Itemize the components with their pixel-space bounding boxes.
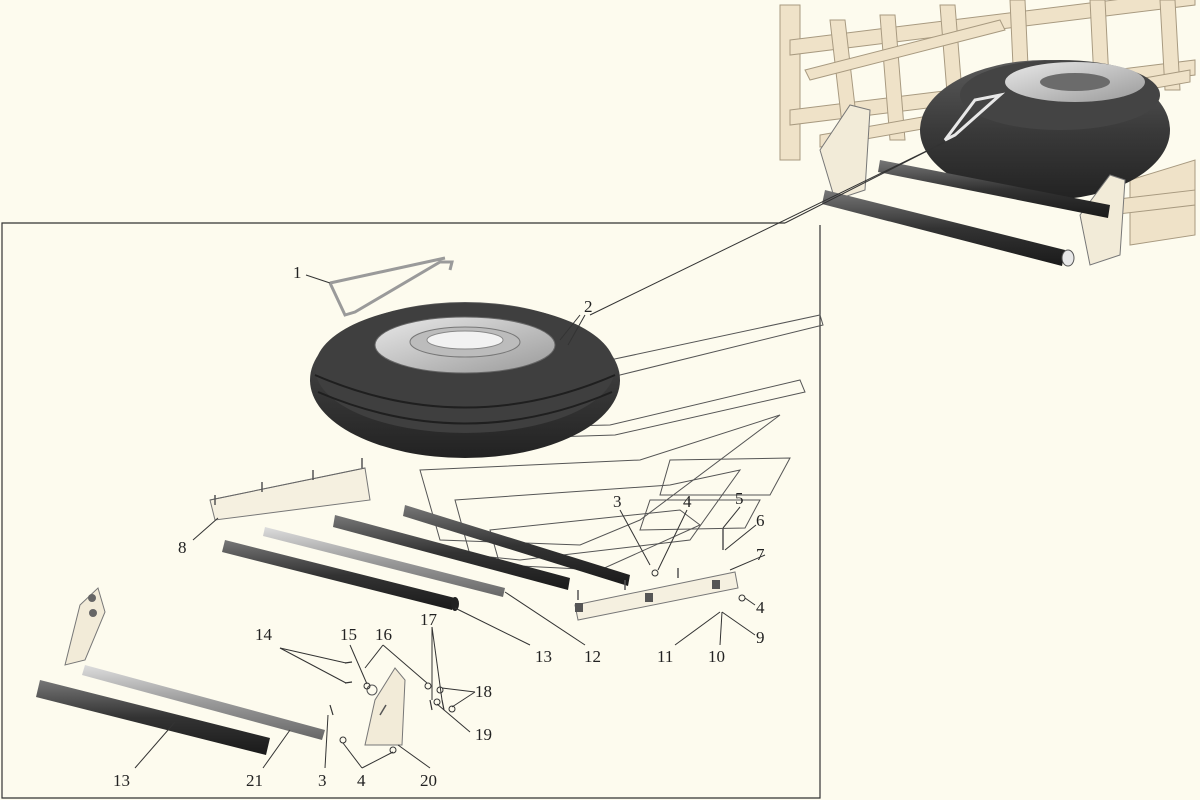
part-plate-left xyxy=(64,587,106,666)
callout-13: 13 xyxy=(535,647,552,666)
part-rod-12 xyxy=(263,527,505,597)
part-rod-13 xyxy=(222,540,455,610)
callout-3: 3 xyxy=(318,771,327,790)
callout-12: 12 xyxy=(584,647,601,666)
callout-5: 5 xyxy=(735,489,744,508)
part-spare-tire xyxy=(310,302,620,458)
callout-6: 6 xyxy=(756,511,765,530)
part-bracket-8 xyxy=(209,458,371,521)
callout-labels: 1 2 3 4 5 6 7 4 8 9 10 11 12 13 14 15 16… xyxy=(113,263,765,790)
vehicle-frame-inset xyxy=(779,0,1196,267)
callout-20: 20 xyxy=(420,771,437,790)
exploded-parts xyxy=(36,141,946,755)
part-wire-clamp xyxy=(328,256,454,317)
callout-15: 15 xyxy=(340,625,357,644)
callout-18: 18 xyxy=(475,682,492,701)
callout-leader-lines xyxy=(134,274,766,769)
part-rod-bottom-21 xyxy=(82,665,325,740)
detail-frame-border xyxy=(1,222,821,799)
part-rod-middle xyxy=(333,515,570,590)
callout-4: 4 xyxy=(683,492,692,511)
callout-4: 4 xyxy=(756,598,765,617)
callout-14: 14 xyxy=(255,625,273,644)
callout-21: 21 xyxy=(246,771,263,790)
callout-1: 1 xyxy=(293,263,302,282)
callout-7: 7 xyxy=(756,545,765,564)
callout-9: 9 xyxy=(756,628,765,647)
callout-17: 17 xyxy=(420,610,438,629)
callout-2: 2 xyxy=(584,297,593,316)
callout-13: 13 xyxy=(113,771,130,790)
callout-11: 11 xyxy=(657,647,673,666)
callout-19: 19 xyxy=(475,725,492,744)
tire-leader-line xyxy=(589,141,946,316)
callout-4: 4 xyxy=(357,771,366,790)
part-rod-bottom-13 xyxy=(36,680,270,755)
callout-16: 16 xyxy=(375,625,392,644)
callout-8: 8 xyxy=(178,538,187,557)
callout-3: 3 xyxy=(613,492,622,511)
callout-10: 10 xyxy=(708,647,725,666)
part-bracket-7 xyxy=(574,568,739,621)
part-rod-upper xyxy=(403,505,630,586)
